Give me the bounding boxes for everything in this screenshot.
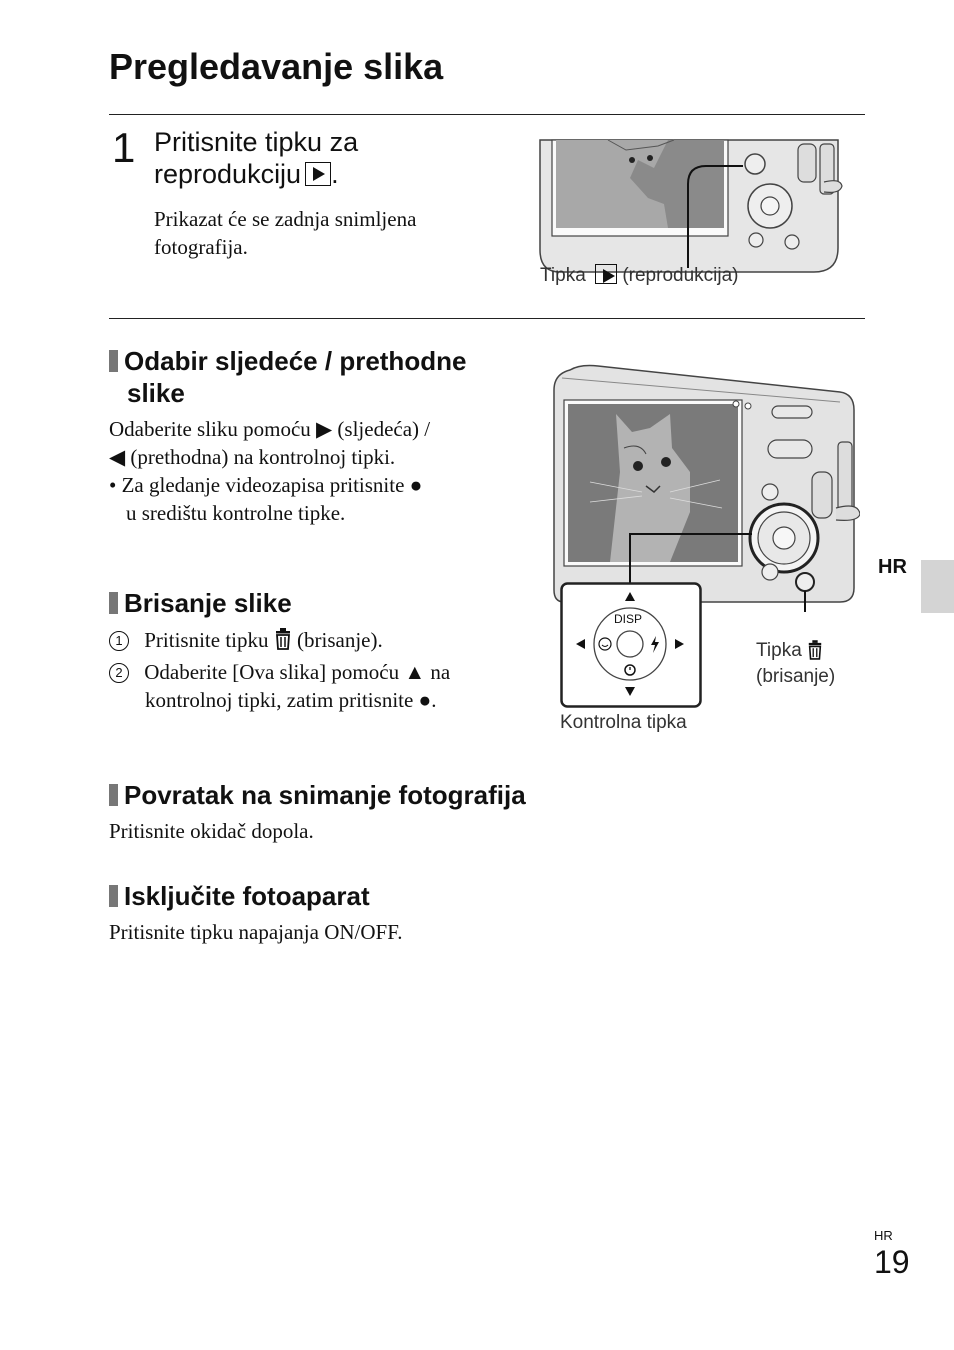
select-heading: Odabir sljedeće / prethodne slike: [109, 345, 466, 409]
trash-caption-icon: [808, 640, 822, 660]
trash-icon: [275, 628, 290, 650]
delete-caption-line2: (brisanje): [756, 666, 836, 687]
step1-title-text: reprodukciju: [154, 159, 302, 189]
control-caption: Kontrolna tipka: [560, 712, 687, 733]
footer-lang: HR: [874, 1228, 893, 1243]
return-heading-text: Povratak na snimanje fotografija: [124, 780, 526, 810]
delete-heading-text: Brisanje slike: [124, 588, 292, 618]
step-circle-number: 2: [109, 663, 129, 683]
delete-caption: Tipka (brisanje): [756, 638, 835, 690]
select-bullet-line1: • Za gledanje videozapisa pritisnite ●: [109, 473, 423, 497]
select-line2: ◀ (prethodna) na kontrolnoj tipki.: [109, 445, 396, 469]
select-heading-line1: Odabir sljedeće / prethodne: [124, 346, 467, 376]
control-pad-inset: [560, 582, 702, 708]
step1-desc-line1: Prikazat će se zadnja snimljena: [154, 207, 417, 231]
delete-step1-pre: Pritisnite tipku: [144, 628, 269, 652]
section-marker: [109, 784, 118, 806]
select-text: Odaberite sliku pomoću ▶ (sljedeća) / ◀ …: [109, 415, 430, 527]
section-marker: [109, 592, 118, 614]
playback-caption: Tipka (reprodukcija): [540, 264, 738, 287]
delete-caption-line1: Tipka: [756, 640, 802, 661]
disp-label: DISP: [614, 612, 643, 626]
step1-title: Pritisnite tipku za reprodukciju.: [154, 126, 358, 190]
camera-full-illustration: [553, 364, 860, 612]
off-text: Pritisnite tipku napajanja ON/OFF.: [109, 920, 403, 944]
return-heading: Povratak na snimanje fotografija: [109, 779, 526, 811]
playback-caption-pre: Tipka: [540, 265, 586, 286]
middle-divider: [109, 318, 865, 319]
step1-description: Prikazat će se zadnja snimljena fotograf…: [154, 205, 416, 261]
step1-title-line1: Pritisnite tipku za: [154, 127, 359, 157]
delete-heading: Brisanje slike: [109, 587, 292, 619]
return-text: Pritisnite okidač dopola.: [109, 819, 314, 843]
step-number: 1: [112, 124, 136, 171]
select-heading-line2: slike: [127, 378, 185, 408]
off-heading: Isključite fotoaparat: [109, 880, 370, 912]
delete-step1-post: (brisanje).: [297, 628, 383, 652]
delete-step2-line1: Odaberite [Ova slika] pomoću ▲ na: [144, 660, 451, 684]
step1-desc-line2: fotografija.: [154, 235, 248, 259]
language-tab: [921, 560, 954, 613]
off-heading-text: Isključite fotoaparat: [124, 881, 370, 911]
language-tab-label: HR: [878, 556, 907, 578]
page-number: 19: [874, 1244, 910, 1280]
select-line1: Odaberite sliku pomoću ▶ (sljedeća) /: [109, 417, 431, 441]
delete-step2-line2: kontrolnoj tipki, zatim pritisnite ●.: [145, 688, 437, 712]
select-bullet-line2: u središtu kontrolne tipke.: [126, 501, 346, 525]
top-divider: [109, 114, 865, 115]
section-marker: [109, 885, 118, 907]
camera-back-illustration: [539, 139, 843, 273]
page-title: Pregledavanje slika: [109, 46, 444, 87]
playback-caption-icon: [595, 264, 618, 284]
delete-step-1: 1 Pritisnite tipku (brisanje).: [109, 626, 529, 654]
playback-caption-post: (reprodukcija): [622, 265, 739, 286]
step-circle-number: 1: [109, 631, 129, 651]
delete-step-2: 2 Odaberite [Ova slika] pomoću ▲ na kont…: [109, 658, 529, 714]
playback-icon: [305, 162, 332, 186]
step1-title-line2: reprodukciju.: [154, 158, 358, 190]
section-marker: [109, 350, 118, 372]
step1-title-suffix: .: [331, 159, 339, 189]
delete-steps: 1 Pritisnite tipku (brisanje). 2 Odaberi…: [109, 626, 529, 714]
